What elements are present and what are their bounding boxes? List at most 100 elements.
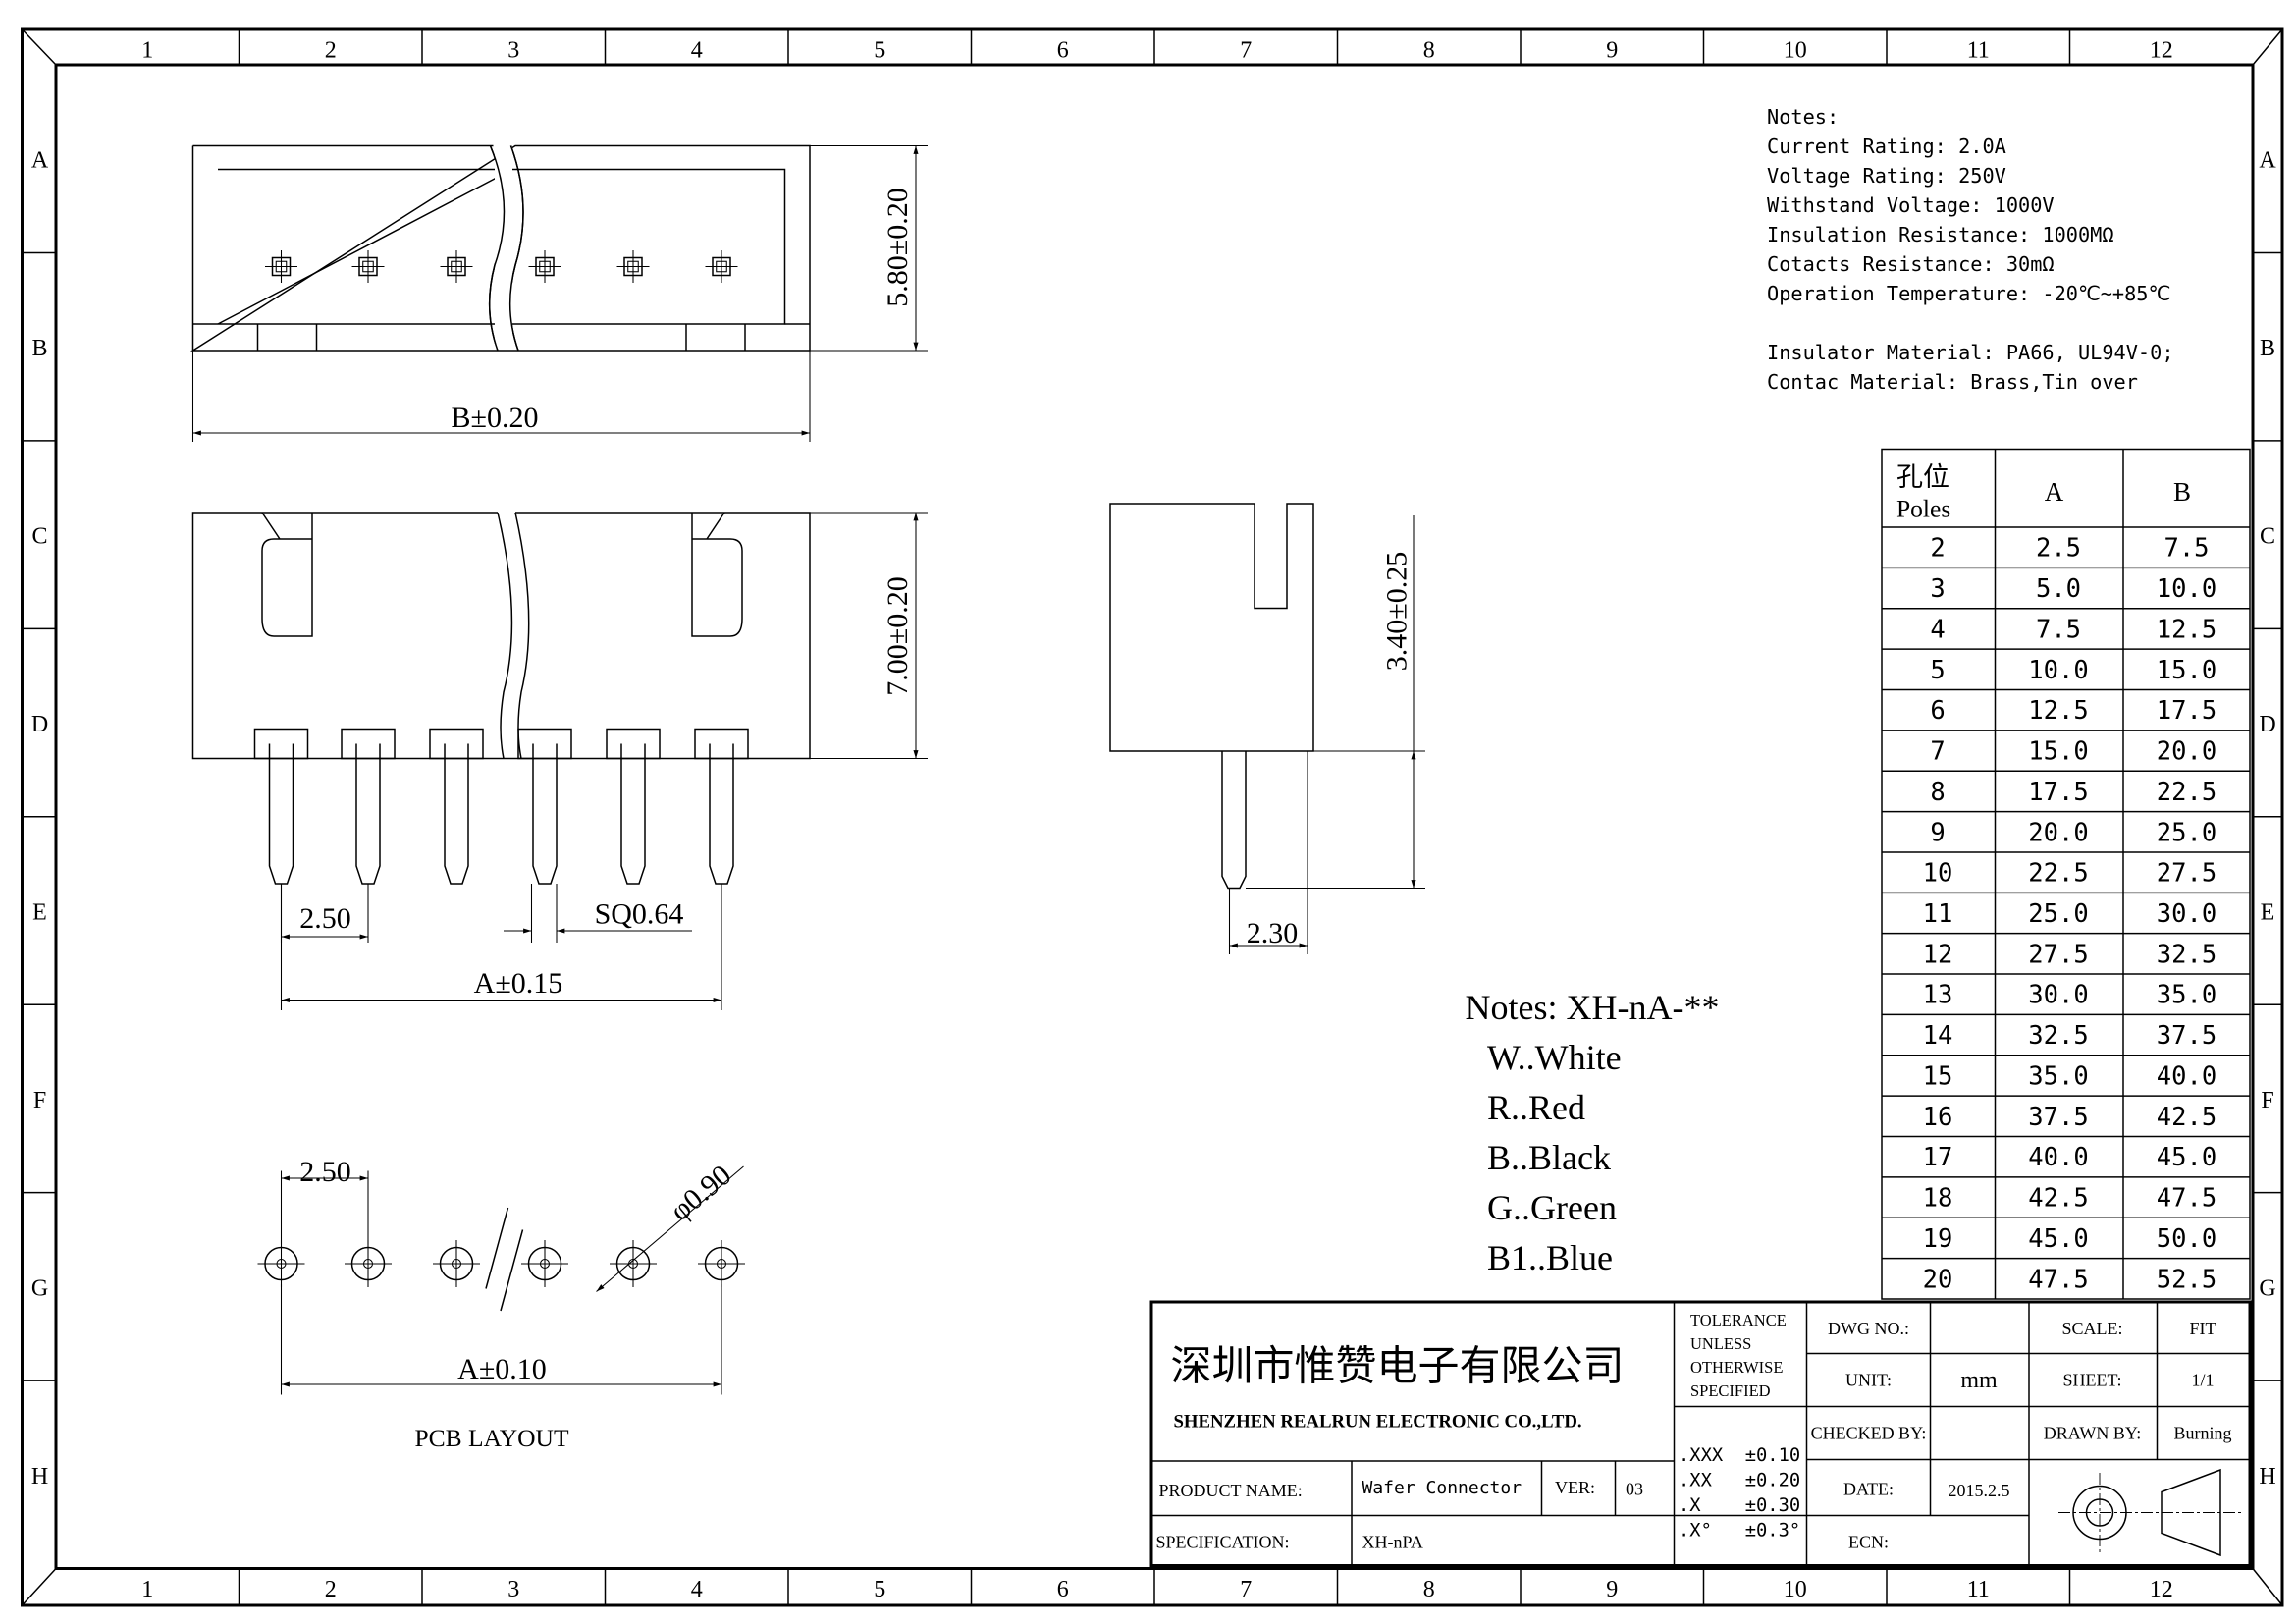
table-row: 8 17.5 22.5	[1882, 770, 2250, 807]
table-cell-b: 45.0	[2157, 1143, 2216, 1172]
zone-column-label: 11	[1967, 38, 1990, 64]
color-item: W..White	[1487, 1038, 1622, 1077]
table-cell-b: 27.5	[2157, 859, 2216, 889]
table-cell-a: 17.5	[2028, 778, 2088, 807]
unit-value: mm	[1960, 1368, 1998, 1393]
tolerance-value: .XX ±0.20	[1679, 1471, 1800, 1491]
zone-column-label: 9	[1606, 38, 1618, 64]
table-cell-a: 2.5	[2036, 534, 2081, 564]
tolerance-value: .X ±0.30	[1679, 1495, 1800, 1516]
unit-label: UNIT:	[1845, 1371, 1892, 1390]
table-cell-a: 20.0	[2028, 818, 2088, 847]
dim-front-length: A±0.15	[474, 967, 563, 1000]
zone-column-label: 8	[1423, 38, 1435, 64]
zone-column-label: 7	[1240, 38, 1252, 64]
color-notes-title: Notes: XH-nA-**	[1466, 988, 1720, 1027]
zone-column-label: 5	[874, 38, 885, 64]
table-cell-poles: 2	[1930, 534, 1945, 564]
sheet-label: SHEET:	[2062, 1371, 2121, 1390]
table-cell-poles: 6	[1930, 696, 1945, 726]
zone-row-label: C	[31, 524, 47, 550]
table-cell-a: 15.0	[2028, 737, 2088, 767]
side-view: 3.40±0.25 2.30	[1109, 503, 1425, 954]
table-header-a: A	[2045, 477, 2064, 507]
dim-pin-size: SQ0.64	[595, 898, 684, 931]
pcb-hole-icon	[433, 1240, 480, 1287]
table-cell-b: 52.5	[2157, 1265, 2216, 1294]
table-cell-b: 40.0	[2157, 1061, 2216, 1091]
notes-title: Notes:	[1767, 105, 1839, 129]
table-cell-b: 22.5	[2157, 778, 2216, 807]
table-cell-b: 15.0	[2157, 656, 2216, 685]
color-item: B..Black	[1487, 1138, 1611, 1177]
material-line: Insulator Material: PA66, UL94V-0;	[1767, 341, 2174, 364]
zone-row-label: E	[2261, 899, 2275, 925]
color-notes: Notes: XH-nA-** W..White R..Red B..Black…	[1466, 988, 1720, 1277]
pin	[253, 728, 309, 885]
drawn-by-label: DRAWN BY:	[2044, 1424, 2141, 1443]
top-view: 5.80±0.20 B±0.20	[189, 144, 928, 442]
zone-column-label: 3	[507, 1577, 519, 1602]
scale-value: FIT	[2190, 1319, 2216, 1338]
table-cell-b: 47.5	[2157, 1184, 2216, 1214]
company-name-cn: 深圳市惟赞电子有限公司	[1171, 1344, 1625, 1390]
color-item: R..Red	[1487, 1088, 1585, 1127]
pcb-hole-icon	[610, 1240, 657, 1287]
table-cell-poles: 14	[1923, 1021, 1953, 1051]
zone-column-label: 2	[325, 38, 337, 64]
pcb-hole-icon	[345, 1240, 392, 1287]
table-cell-a: 37.5	[2028, 1103, 2088, 1132]
note-line: Voltage Rating: 250V	[1767, 164, 2006, 188]
product-name-value: Wafer Connector	[1362, 1478, 1522, 1498]
zone-column-label: 9	[1606, 1577, 1618, 1602]
dim-pcb-pitch: 2.50	[299, 1156, 351, 1188]
pin-square-icon	[705, 250, 738, 283]
specification-label: SPECIFICATION:	[1156, 1533, 1290, 1552]
table-cell-poles: 19	[1923, 1224, 1953, 1254]
table-cell-poles: 8	[1930, 778, 1945, 807]
note-line: Current Rating: 2.0A	[1767, 135, 2006, 158]
third-angle-projection-icon	[2058, 1468, 2241, 1557]
pcb-hole-icon	[257, 1240, 305, 1287]
table-cell-b: 35.0	[2157, 981, 2216, 1010]
pin	[341, 728, 396, 885]
tolerance-value: .X° ±0.3°	[1679, 1521, 1800, 1542]
zone-row-label: F	[2261, 1088, 2273, 1113]
table-cell-a: 42.5	[2028, 1184, 2088, 1214]
pin-square-icon	[528, 250, 561, 283]
title-block: 深圳市惟赞电子有限公司 SHENZHEN REALRUN ELECTRONIC …	[1149, 1300, 2252, 1567]
color-item: B1..Blue	[1487, 1238, 1613, 1277]
table-cell-poles: 10	[1923, 859, 1953, 889]
tolerance-title: OTHERWISE	[1690, 1358, 1783, 1377]
zone-column-label: 11	[1967, 1577, 1990, 1602]
zone-column-label: 10	[1784, 38, 1807, 64]
zone-column-label: 10	[1784, 1577, 1807, 1602]
zone-row-label: G	[2259, 1275, 2275, 1301]
table-cell-poles: 4	[1930, 615, 1945, 644]
dim-side-height: 3.40±0.25	[1381, 552, 1414, 671]
dwg-no-label: DWG NO.:	[1828, 1319, 1909, 1338]
table-cell-a: 45.0	[2028, 1224, 2088, 1254]
zone-column-label: 5	[874, 1577, 885, 1602]
zone-row-label: H	[31, 1464, 48, 1489]
table-cell-b: 37.5	[2157, 1021, 2216, 1051]
company-name-en: SHENZHEN REALRUN ELECTRONIC CO.,LTD.	[1174, 1412, 1582, 1433]
table-cell-poles: 7	[1930, 737, 1945, 767]
table-cell-b: 10.0	[2157, 574, 2216, 604]
note-line: Cotacts Resistance: 30mΩ	[1767, 252, 2055, 276]
date-value: 2015.2.5	[1949, 1481, 2010, 1500]
zone-column-label: 6	[1057, 38, 1069, 64]
zone-column-label: 12	[2150, 1577, 2173, 1602]
note-line: Insulation Resistance: 1000MΩ	[1767, 223, 2114, 246]
table-cell-poles: 9	[1930, 818, 1945, 847]
